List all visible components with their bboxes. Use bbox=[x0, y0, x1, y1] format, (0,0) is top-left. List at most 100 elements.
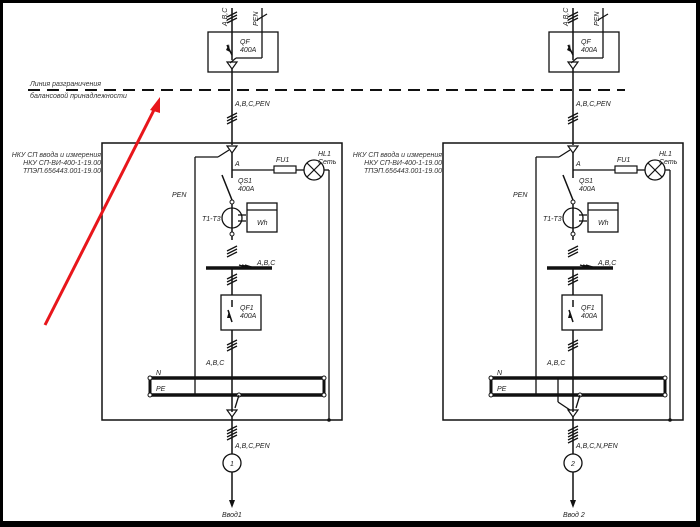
terminal bbox=[570, 231, 576, 237]
breaker-blade bbox=[567, 44, 574, 56]
tick bbox=[241, 264, 253, 269]
bus-label: A,B,C bbox=[256, 260, 276, 267]
pen-link bbox=[575, 394, 581, 409]
tick bbox=[226, 425, 238, 432]
tick bbox=[567, 118, 579, 125]
meter-label: Wh bbox=[598, 220, 609, 227]
tick bbox=[567, 425, 579, 432]
tick bbox=[226, 251, 238, 258]
cabinet-outline bbox=[101, 142, 343, 421]
arrow-down-icon bbox=[570, 500, 576, 508]
lamp-name: HL1 bbox=[318, 151, 331, 158]
tick bbox=[226, 342, 238, 349]
tick bbox=[567, 251, 579, 258]
switch-name: QS1 bbox=[579, 178, 593, 185]
bus-label: A,B,C bbox=[597, 260, 617, 267]
lamp-name: HL1 bbox=[659, 151, 672, 158]
conductor-ticks-icon bbox=[567, 112, 579, 125]
tick bbox=[226, 14, 238, 21]
cabinet-outline bbox=[442, 142, 684, 421]
terminal bbox=[229, 199, 235, 205]
tick bbox=[567, 115, 579, 122]
tick bbox=[226, 118, 238, 125]
fuse-label: FU1 bbox=[617, 157, 630, 164]
junction-dot bbox=[327, 418, 331, 422]
fuse-icon bbox=[614, 165, 638, 174]
junction-dot bbox=[668, 418, 672, 422]
switch-name: QS1 bbox=[238, 178, 252, 185]
tick bbox=[567, 431, 579, 438]
disconnect-triangle-icon bbox=[566, 61, 580, 71]
conductor-ticks-icon bbox=[226, 339, 238, 352]
phase-a-label: A bbox=[234, 161, 240, 168]
tick bbox=[582, 264, 594, 269]
tick bbox=[226, 345, 238, 352]
supply-pen-label: PEN bbox=[594, 11, 601, 26]
tick bbox=[567, 273, 579, 280]
tick bbox=[226, 115, 238, 122]
terminal bbox=[662, 392, 668, 398]
upstream-breaker-rating: 400A bbox=[240, 47, 257, 54]
pen-label: PEN bbox=[172, 192, 187, 199]
tick bbox=[567, 112, 579, 119]
terminal bbox=[488, 375, 494, 381]
phase-a-label: A bbox=[575, 161, 581, 168]
demarcation-label-1: Линия разграничения bbox=[29, 81, 101, 88]
tick bbox=[585, 264, 597, 269]
tick bbox=[226, 112, 238, 119]
tick bbox=[567, 276, 579, 283]
tick bbox=[567, 437, 579, 444]
supply-pen-label: PEN bbox=[253, 11, 260, 26]
cabinet-title-line: НКУ СП ввода и измерения bbox=[12, 151, 102, 159]
tick bbox=[238, 264, 250, 269]
tick bbox=[226, 11, 238, 18]
output-number: 1 bbox=[230, 461, 234, 468]
tick bbox=[567, 17, 579, 24]
breaker-qf1-box bbox=[561, 294, 603, 331]
supply-phases-label: A,B,C bbox=[222, 7, 229, 27]
breaker-contact-icon bbox=[568, 311, 572, 318]
fuse-icon bbox=[273, 165, 297, 174]
switch-rating: 400A bbox=[579, 186, 596, 193]
disconnect-triangle-icon bbox=[566, 409, 580, 419]
upstream-breaker-name: QF bbox=[240, 39, 250, 46]
tick bbox=[567, 428, 579, 435]
breaker-contact-icon bbox=[227, 311, 231, 318]
cabinet-title-line: НКУ СП ввода и измерения bbox=[353, 151, 443, 159]
lamp-cross bbox=[647, 162, 663, 178]
terminal bbox=[147, 375, 153, 381]
tick bbox=[226, 434, 238, 441]
conductor-ticks-icon bbox=[226, 273, 238, 286]
breaker-rating: 400A bbox=[581, 313, 598, 320]
conductor-ticks-icon bbox=[567, 425, 579, 444]
tick bbox=[567, 342, 579, 349]
tick bbox=[567, 11, 579, 18]
breaker-name: QF1 bbox=[581, 305, 595, 312]
upstream-breaker-name: QF bbox=[581, 39, 591, 46]
tick bbox=[567, 345, 579, 352]
cabinet-title-line: НКУ СП-ВИ-400-1-19.00 bbox=[23, 160, 101, 167]
lamp-label: Сеть bbox=[659, 159, 678, 166]
pen-branch bbox=[217, 149, 230, 158]
breaker-rating: 400A bbox=[240, 313, 257, 320]
switch-blade bbox=[221, 174, 233, 201]
terminal bbox=[229, 231, 235, 237]
meter-label: Wh bbox=[257, 220, 268, 227]
cabinet-title-line: ТПЭП.656443.001-19.00 bbox=[23, 168, 101, 175]
tick bbox=[579, 264, 591, 269]
terminal bbox=[147, 392, 153, 398]
disconnect-triangle-icon bbox=[566, 145, 580, 155]
tick bbox=[226, 17, 238, 24]
terminal bbox=[488, 392, 494, 398]
upstream-breaker-box bbox=[207, 31, 279, 73]
pen-link bbox=[234, 394, 240, 409]
terminal bbox=[321, 392, 327, 398]
upstream-breaker-rating: 400A bbox=[581, 47, 598, 54]
tick bbox=[226, 431, 238, 438]
disconnect-triangle-icon bbox=[225, 409, 239, 419]
lamp-cross bbox=[306, 162, 322, 178]
output-cable-label: A,B,C,N,PEN bbox=[575, 443, 619, 450]
demarcation-label-2: балансовой принадлежности bbox=[30, 92, 127, 100]
